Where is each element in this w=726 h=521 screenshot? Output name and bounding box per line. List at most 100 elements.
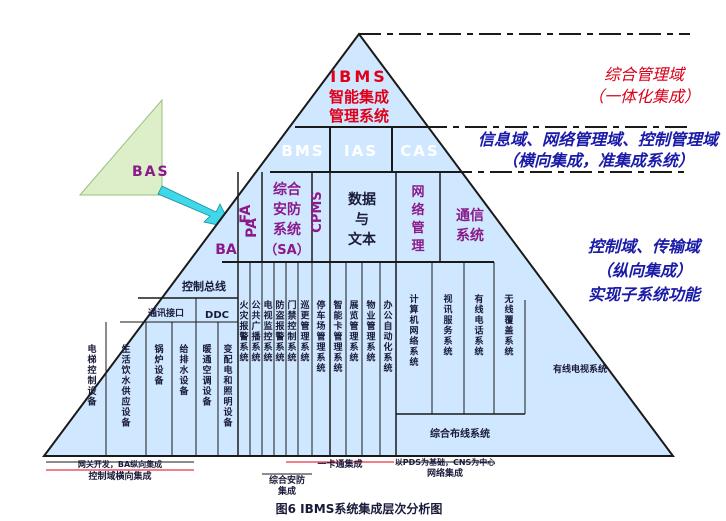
svg-text:办: 办	[383, 299, 392, 311]
domain-top-2: （一体化集成）	[588, 87, 700, 106]
tier3-data-text: 数据 与 文本	[348, 191, 377, 248]
svg-text:卡: 卡	[333, 320, 342, 332]
svg-text:综合: 综合	[273, 181, 302, 198]
svg-text:通: 通	[202, 354, 211, 366]
svg-text:公: 公	[383, 311, 392, 322]
svg-text:理: 理	[349, 332, 358, 343]
svg-text:系: 系	[474, 335, 483, 347]
cabling-label: 综合布线系统	[430, 427, 490, 440]
svg-text:览: 览	[349, 310, 358, 322]
svg-text:系: 系	[443, 335, 452, 347]
tier3-sa: 综合 安防 系统 （SA）	[264, 181, 309, 258]
subsystem-labels: 电梯控制设备生活饮水供应设备锅炉设备给排水设备暖通空调设备变配电和照明设备火灾报…	[86, 293, 607, 429]
tier3-ba: BA	[215, 242, 237, 258]
svg-text:水: 水	[179, 364, 189, 376]
svg-text:备: 备	[178, 385, 189, 397]
svg-text:更: 更	[300, 311, 310, 322]
svg-text:电: 电	[263, 299, 272, 311]
apex-line2: 智能集成	[329, 88, 389, 106]
svg-text:统: 统	[239, 352, 248, 364]
svg-text:统: 统	[504, 346, 513, 358]
svg-text:系: 系	[333, 352, 342, 364]
svg-text:统: 统	[251, 352, 260, 364]
bas-note-box	[78, 98, 163, 196]
svg-text:炉: 炉	[154, 354, 163, 366]
svg-text:报: 报	[239, 320, 248, 332]
svg-text:控: 控	[287, 320, 296, 332]
svg-text:统: 统	[409, 356, 418, 368]
svg-text:理: 理	[300, 332, 309, 343]
svg-text:文本: 文本	[348, 231, 377, 248]
svg-text:统: 统	[333, 362, 342, 374]
svg-text:动: 动	[383, 332, 392, 343]
svg-text:安防: 安防	[273, 201, 301, 218]
svg-text:设: 设	[223, 406, 233, 418]
svg-text:统: 统	[263, 352, 272, 364]
svg-text:饮: 饮	[120, 364, 131, 376]
svg-text:供: 供	[120, 385, 130, 397]
svg-text:统: 统	[275, 352, 284, 364]
svg-text:（SA）: （SA）	[264, 242, 309, 258]
svg-text:智: 智	[333, 299, 342, 311]
svg-text:理: 理	[366, 332, 375, 343]
svg-text:给: 给	[179, 343, 188, 355]
tier3-comm: 通信 系统	[456, 207, 484, 244]
subsystem-21: 有线电视系统	[553, 363, 607, 375]
svg-text:有线电视系统: 有线电视系统	[553, 363, 607, 375]
svg-text:务: 务	[443, 325, 453, 337]
control-bus-label: 控制总线	[182, 279, 226, 293]
svg-text:警: 警	[239, 331, 248, 343]
svg-text:有: 有	[474, 293, 483, 305]
svg-text:系: 系	[251, 341, 260, 353]
bas-note-label: BAS	[132, 164, 170, 180]
svg-text:停: 停	[316, 299, 325, 311]
svg-text:管: 管	[349, 320, 358, 332]
svg-text:统: 统	[287, 352, 296, 364]
domain-low-1: 控制域、传输域	[588, 237, 703, 256]
svg-text:灾: 灾	[239, 310, 249, 322]
svg-text:统: 统	[366, 352, 375, 364]
svg-text:展: 展	[349, 300, 358, 311]
svg-text:系: 系	[366, 341, 375, 353]
svg-text:场: 场	[316, 320, 325, 332]
svg-text:线: 线	[474, 304, 483, 316]
svg-text:系统: 系统	[456, 227, 484, 244]
svg-text:梯: 梯	[87, 354, 96, 366]
svg-text:系统: 系统	[273, 221, 301, 238]
domain-mid-2: （横向集成，准集成系统）	[502, 151, 694, 170]
svg-text:制: 制	[287, 331, 296, 343]
svg-text:话: 话	[474, 325, 483, 337]
svg-text:系: 系	[349, 341, 358, 353]
svg-text:视: 视	[443, 293, 452, 305]
svg-text:盗: 盗	[275, 310, 284, 322]
svg-text:播: 播	[251, 331, 261, 343]
gateway-label: 网关开发，BA纵向集成	[78, 459, 162, 469]
svg-text:生: 生	[121, 343, 130, 355]
svg-text:盖: 盖	[504, 325, 513, 337]
svg-text:讯: 讯	[443, 304, 452, 316]
svg-text:排: 排	[179, 354, 188, 366]
domain-mid-1: 信息域、网络管理域、控制管理域	[478, 130, 721, 149]
svg-text:电: 电	[474, 314, 483, 326]
svg-text:变: 变	[223, 343, 232, 355]
svg-text:系: 系	[409, 346, 418, 358]
svg-text:算: 算	[409, 304, 418, 316]
tier3-fa: FA	[238, 204, 254, 223]
svg-text:网: 网	[409, 326, 418, 337]
svg-text:络: 络	[409, 335, 418, 347]
svg-text:和: 和	[222, 375, 232, 387]
svg-text:设: 设	[87, 385, 97, 397]
domain-top-1: 综合管理域	[604, 65, 686, 84]
